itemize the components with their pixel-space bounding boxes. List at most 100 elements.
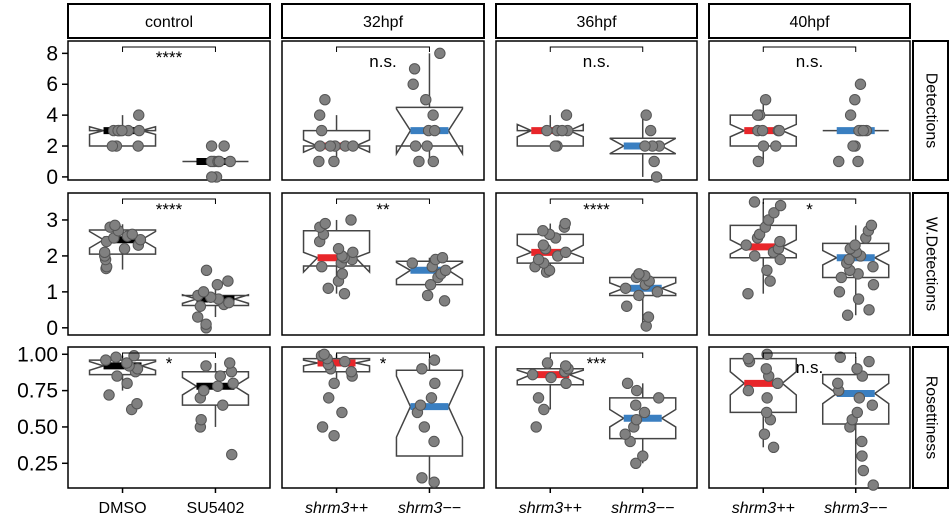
data-point <box>619 282 632 294</box>
y-tick-label: 0.50 <box>17 416 58 439</box>
data-point <box>339 355 351 368</box>
data-point <box>650 171 663 183</box>
y-tick-label: 2 <box>46 135 58 158</box>
strip-top-box <box>495 3 698 39</box>
data-point <box>556 124 568 137</box>
data-point <box>849 93 861 106</box>
data-point <box>748 196 761 208</box>
x-tick-label: shrm3++ <box>519 500 582 517</box>
panel: * <box>708 192 911 336</box>
data-point <box>128 350 140 362</box>
y-tick-label: 0.75 <box>17 380 58 403</box>
data-point <box>110 351 122 363</box>
data-point <box>638 406 651 419</box>
data-point <box>98 246 111 259</box>
significance-label: * <box>380 354 387 373</box>
data-point <box>833 286 846 298</box>
data-point <box>424 278 437 291</box>
data-point <box>427 155 440 168</box>
panel: *** <box>495 346 698 489</box>
data-point <box>439 264 452 276</box>
data-point <box>319 217 331 230</box>
data-point <box>559 217 571 230</box>
strip-right-label: W.Detections <box>922 217 939 311</box>
data-point <box>223 296 235 309</box>
significance-bracket <box>549 46 644 52</box>
strip-right-box <box>912 346 949 489</box>
data-point <box>761 264 773 276</box>
data-point <box>857 124 870 137</box>
y-tick-label: 0 <box>46 317 58 340</box>
panel-frame <box>708 40 911 181</box>
significance-bracket <box>122 198 216 204</box>
data-point <box>211 380 224 392</box>
data-point <box>537 225 549 237</box>
significance-label: * <box>166 354 173 373</box>
data-point <box>429 377 441 390</box>
data-point <box>133 124 145 137</box>
data-point <box>621 377 634 390</box>
significance-bracket <box>762 198 857 204</box>
data-point <box>347 246 359 259</box>
data-point <box>560 109 573 121</box>
data-point <box>100 354 112 366</box>
x-tick-label: shrm3++ <box>305 500 368 517</box>
data-point <box>116 124 128 137</box>
data-point <box>530 421 542 433</box>
data-point <box>545 371 557 384</box>
data-point <box>742 384 755 397</box>
data-point <box>832 377 844 390</box>
data-point <box>633 268 645 280</box>
panel-frame <box>67 40 271 181</box>
y-tick-label: 1.00 <box>17 343 58 366</box>
strip-top-label: 40hpf <box>789 14 830 31</box>
data-point <box>856 435 868 448</box>
data-point <box>106 140 119 152</box>
significance-bracket <box>549 198 644 204</box>
data-point <box>630 413 643 426</box>
data-point <box>532 392 545 404</box>
strip-top-label: 32hpf <box>363 14 404 31</box>
significance-bracket <box>336 352 430 358</box>
data-point <box>532 253 545 266</box>
x-tick-label: SU5402 <box>187 500 245 517</box>
x-tick-label: shrm3−− <box>398 500 461 517</box>
data-point <box>774 235 786 248</box>
data-point <box>541 124 553 137</box>
data-point <box>197 286 210 298</box>
panel: **** <box>67 40 271 183</box>
data-point <box>336 268 349 280</box>
data-point <box>133 109 145 121</box>
data-point <box>761 348 773 360</box>
significance-bracket <box>122 352 216 358</box>
data-point <box>633 289 645 302</box>
data-point <box>408 63 421 75</box>
data-point <box>851 406 863 419</box>
data-point <box>206 171 218 183</box>
data-point <box>849 239 861 251</box>
y-tick-label: 0.25 <box>17 452 58 475</box>
panel: ** <box>281 192 485 336</box>
data-point <box>867 479 879 491</box>
data-point <box>866 399 879 411</box>
data-point <box>336 406 348 419</box>
panel: **** <box>495 192 698 336</box>
significance-label: **** <box>156 200 183 219</box>
data-point <box>200 360 212 372</box>
data-point <box>345 366 357 378</box>
data-point <box>109 219 121 232</box>
data-point <box>132 140 144 152</box>
significance-label: n.s. <box>796 52 823 71</box>
data-point <box>332 243 345 255</box>
x-tick-label: shrm3−− <box>824 500 887 517</box>
data-point <box>541 357 554 369</box>
data-point <box>421 140 433 152</box>
data-point <box>438 295 451 307</box>
data-point <box>559 246 572 259</box>
data-point <box>648 155 660 168</box>
data-point <box>853 392 866 404</box>
data-point <box>328 155 340 168</box>
data-point <box>640 109 652 121</box>
